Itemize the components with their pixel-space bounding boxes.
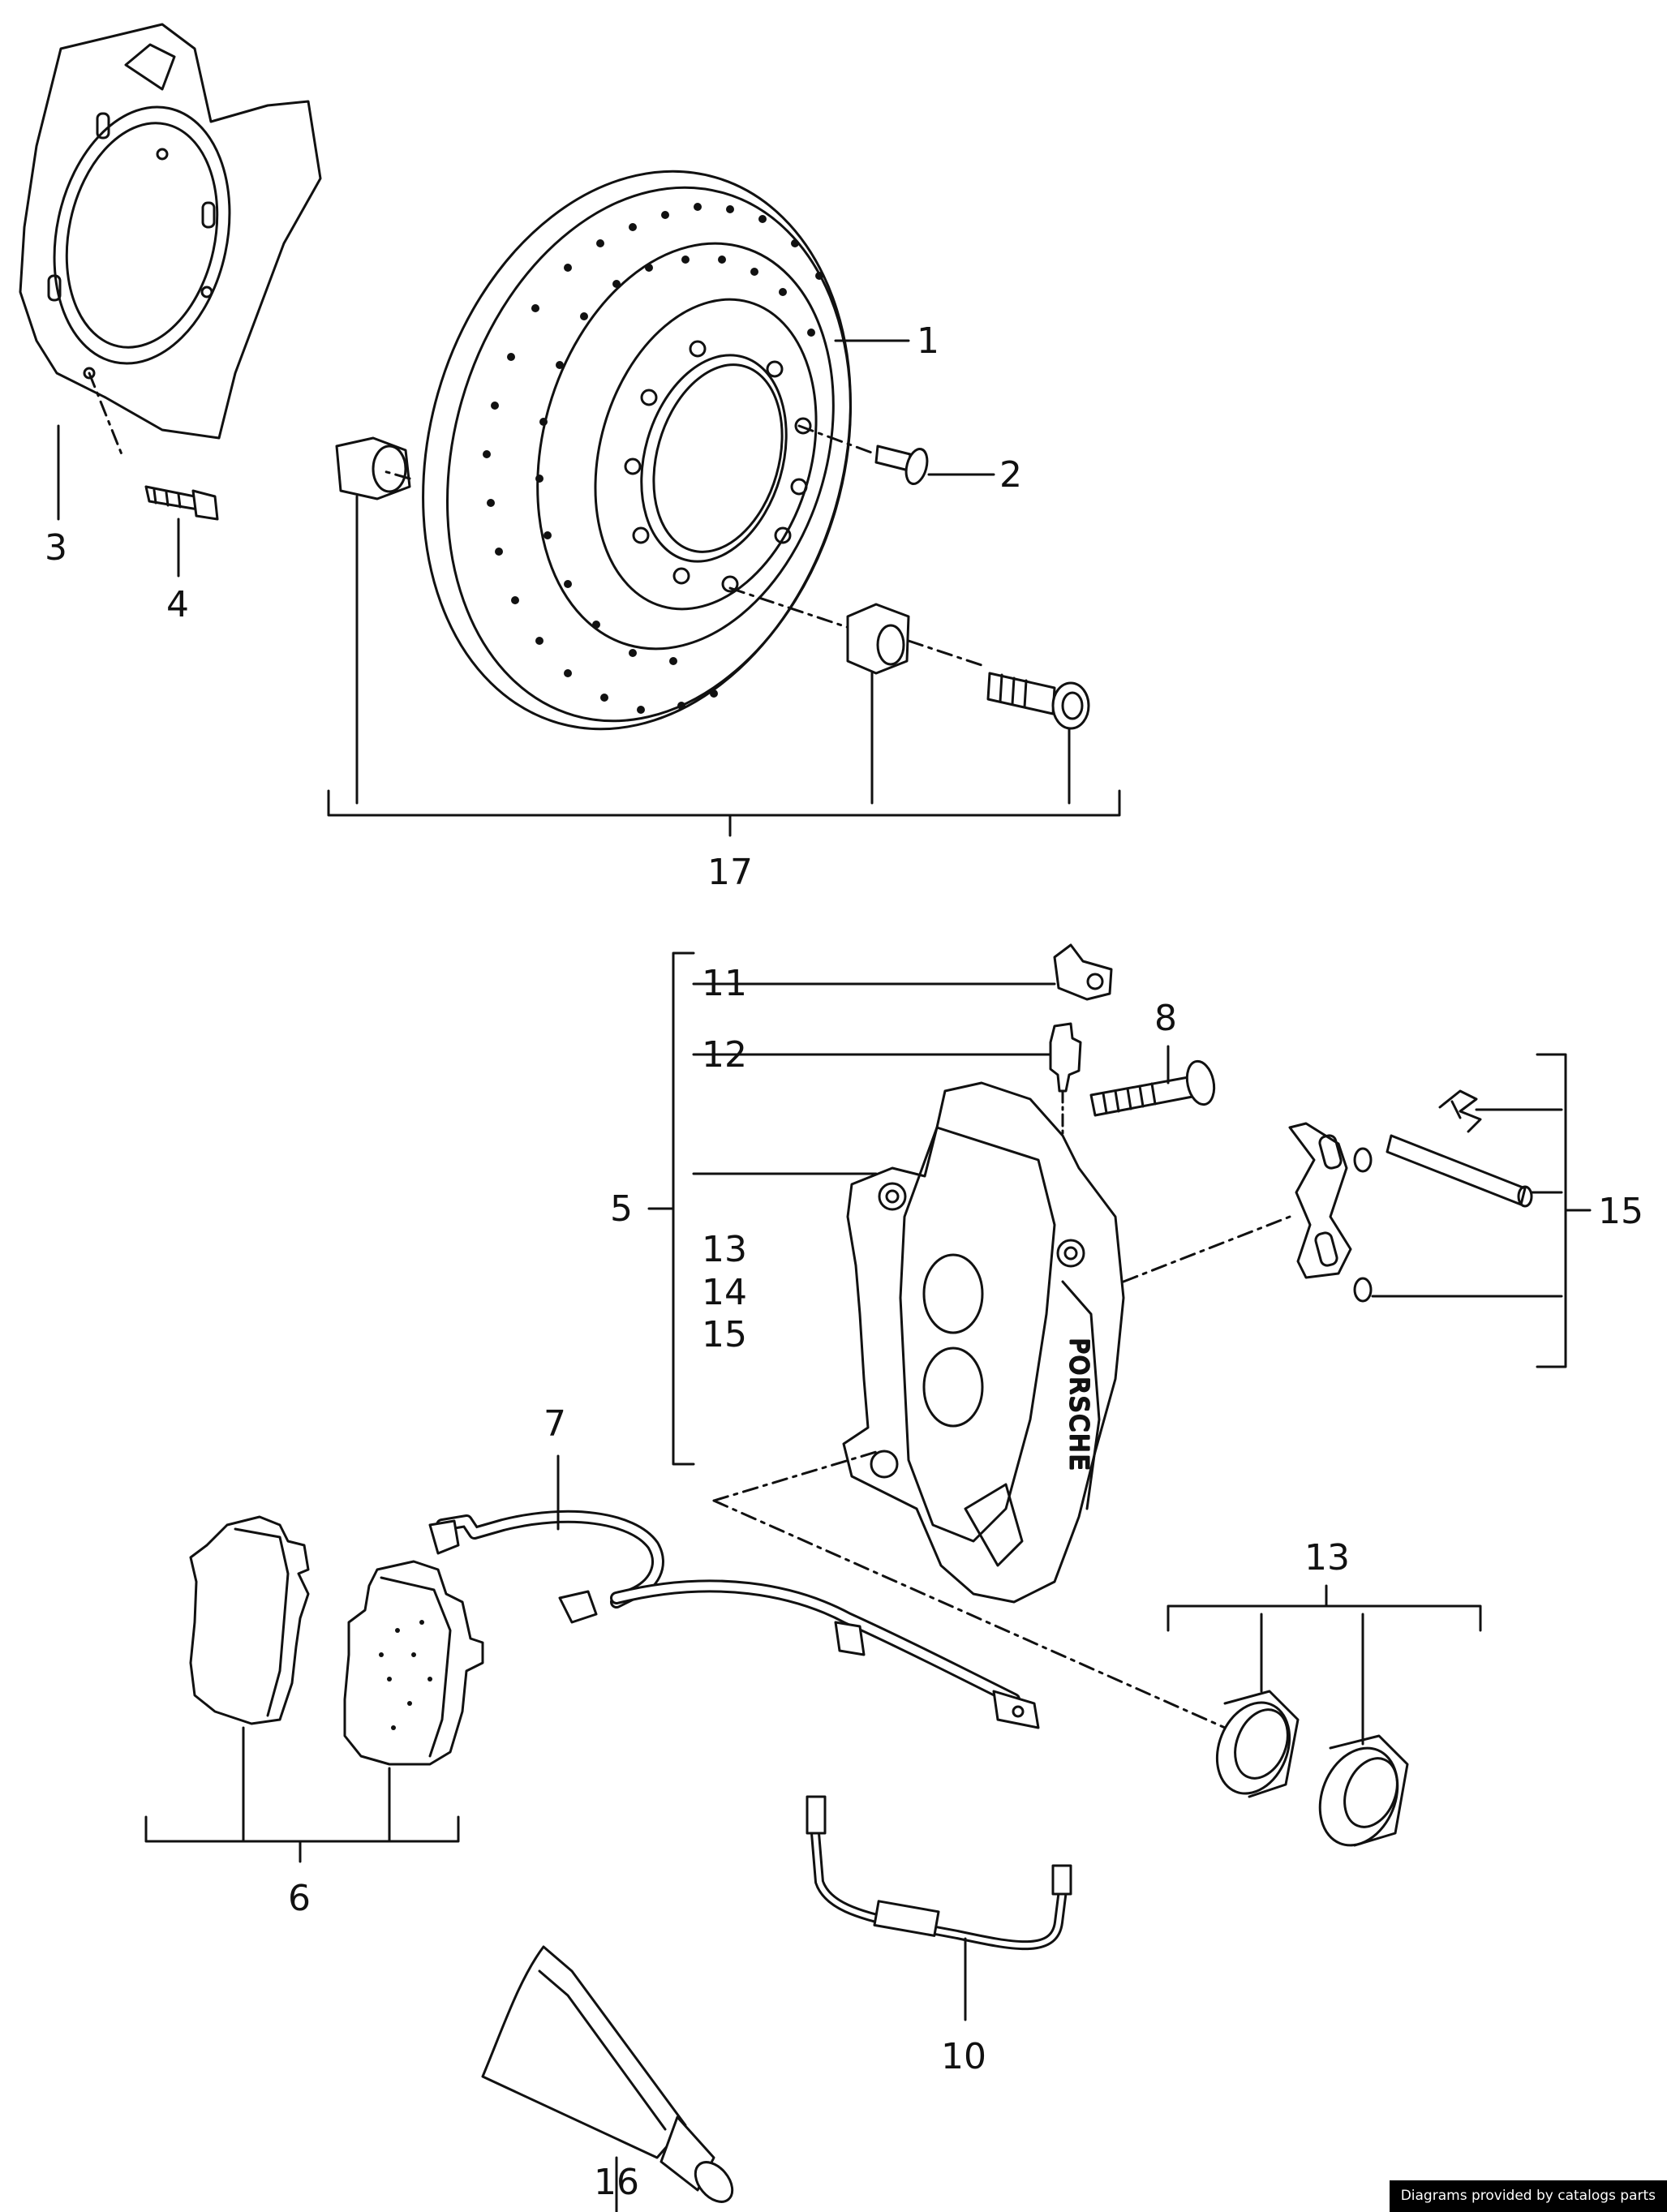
centerline-2 (797, 424, 878, 456)
grease-tube (481, 1945, 734, 2203)
brake-pad-inner (343, 1560, 484, 1766)
centerline-4 (88, 372, 123, 456)
caliper-bolt (1089, 1059, 1216, 1117)
rotor-bushing-left (335, 436, 411, 500)
bracket-17 (327, 789, 1121, 817)
callout-7: 7 (543, 1403, 566, 1445)
rotor-bushing-right (846, 603, 910, 675)
brake-caliper (842, 1081, 1125, 1604)
callout-2: 2 (999, 454, 1022, 496)
callout-13-list: 13 (702, 1229, 747, 1270)
pad-texture (379, 1620, 432, 1730)
callout-12: 12 (702, 1034, 747, 1076)
piston-seal-1 (1215, 1690, 1300, 1798)
callout-14: 14 (702, 1272, 747, 1313)
piston-seal-2 (1318, 1734, 1409, 1847)
callout-11: 11 (702, 963, 747, 1004)
dust-shield (19, 23, 322, 440)
disc-drill-holes (483, 203, 823, 714)
callout-15-list: 15 (702, 1314, 747, 1355)
bleeder-cap (1053, 943, 1113, 1001)
brake-hose (806, 1795, 1072, 1951)
bracket-13 (1166, 1604, 1482, 1632)
rotor-bolt (986, 672, 1090, 730)
credit-footer: Diagrams provided by catalogs parts (1389, 2180, 1667, 2212)
callout-3: 3 (45, 527, 67, 569)
callout-10: 10 (941, 2036, 986, 2077)
shield-bolt (144, 485, 219, 521)
bracket-15 (1536, 1053, 1567, 1368)
wear-sensor (428, 1510, 1040, 1729)
callout-6: 6 (288, 1878, 311, 1919)
callout-17: 17 (707, 852, 753, 893)
pad-retaining-pin (1386, 1134, 1533, 1208)
callout-4: 4 (166, 584, 189, 625)
callout-8: 8 (1154, 998, 1177, 1039)
brake-disc (422, 170, 852, 731)
bracket-5 (672, 951, 695, 1466)
callout-15: 15 (1598, 1191, 1643, 1232)
spring-clip (1438, 1089, 1482, 1133)
brake-pad-outer (189, 1515, 310, 1725)
bleeder-valve (1049, 1022, 1082, 1093)
disc-screw (874, 445, 929, 485)
callout-13: 13 (1304, 1537, 1350, 1578)
caliper-brand-text: PORSCHE (1064, 1338, 1093, 1472)
bracket-6 (144, 1815, 460, 1843)
callout-16: 16 (594, 2162, 639, 2203)
pad-retaining-spring (1288, 1122, 1373, 1303)
callout-1: 1 (917, 320, 939, 362)
callout-5: 5 (610, 1188, 633, 1230)
